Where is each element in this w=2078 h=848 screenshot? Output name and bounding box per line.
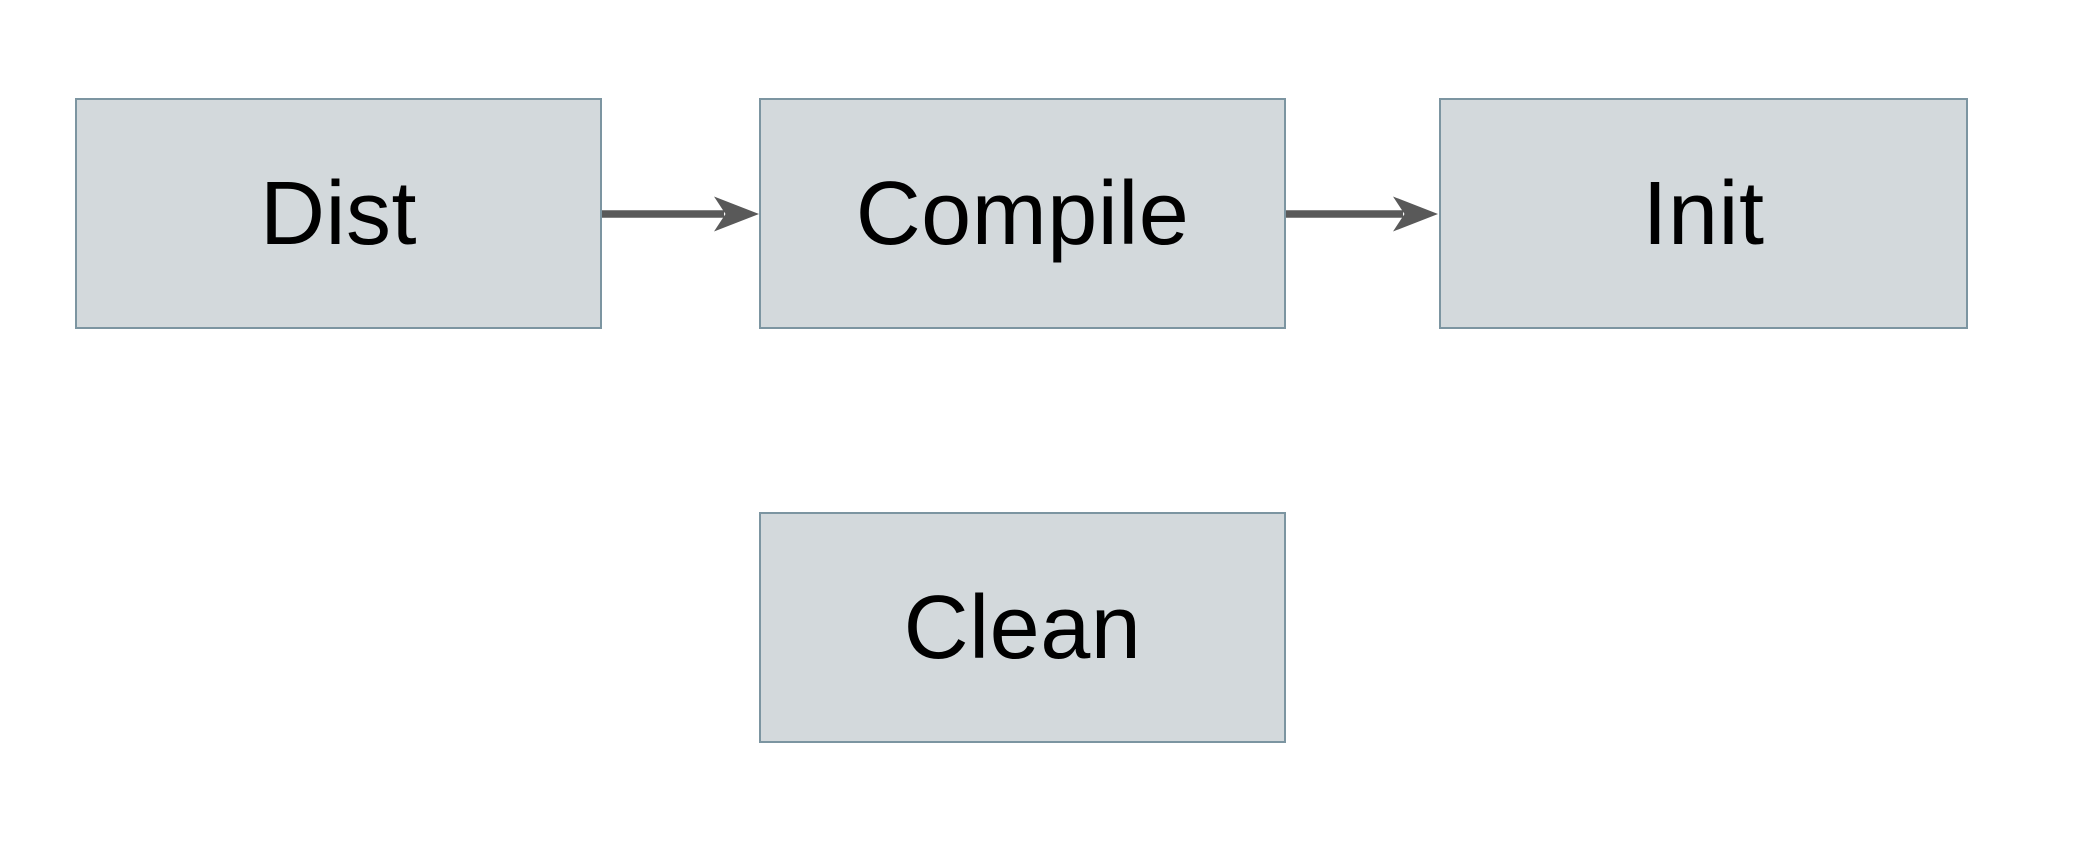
node-compile-label: Compile — [855, 163, 1190, 264]
arrow-compile-to-init[interactable] — [1286, 190, 1438, 238]
node-init-label: Init — [1642, 163, 1765, 264]
arrow-dist-to-compile[interactable] — [602, 190, 759, 238]
node-dist[interactable]: Dist — [75, 98, 602, 329]
node-clean-label: Clean — [903, 577, 1142, 678]
arrowhead-icon — [1393, 196, 1438, 232]
node-compile[interactable]: Compile — [759, 98, 1286, 329]
node-clean[interactable]: Clean — [759, 512, 1286, 743]
arrowhead-icon — [714, 196, 759, 232]
node-dist-label: Dist — [260, 163, 417, 264]
node-init[interactable]: Init — [1439, 98, 1968, 329]
